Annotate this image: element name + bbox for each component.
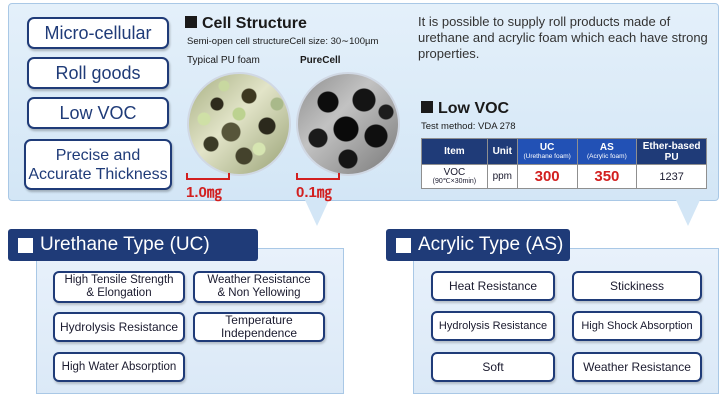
feature-micro-cellular: Micro-cellular: [27, 17, 169, 49]
header-as: AS (Acrylic foam): [576, 138, 638, 165]
feature-weather-resistance-as: Weather Resistance: [572, 352, 702, 382]
feature-heat-resistance: Heat Resistance: [431, 271, 555, 301]
heading-square-icon: [18, 237, 33, 253]
heading-square-icon: [421, 101, 433, 113]
purecell-foam-image: [296, 72, 400, 176]
low-voc-title: Low VOC: [421, 100, 509, 118]
cell-structure-title: Cell Structure: [185, 15, 307, 33]
feature-label: Micro-cellular: [44, 22, 152, 43]
cell-structure-subtitle: Semi-open cell structureCell size: 30∼10…: [187, 36, 379, 47]
heading-square-icon: [185, 16, 197, 28]
header-ether: Ether-based PU: [636, 138, 707, 165]
purecell-label: PureCell: [300, 55, 341, 66]
feature-hydrolysis-resistance-as: Hydrolysis Resistance: [431, 311, 555, 341]
feature-label: Low VOC: [59, 102, 137, 123]
intro-text: It is possible to supply roll products m…: [418, 14, 708, 61]
urethane-title: Urethane Type (UC): [8, 229, 258, 261]
purecell-scale-bar: [296, 173, 340, 180]
cell-as-value: 350: [576, 164, 638, 189]
header-uc: UC (Urethane foam): [516, 138, 578, 165]
feature-label: Precise and Accurate Thickness: [28, 146, 168, 183]
feature-hydrolysis-resistance: Hydrolysis Resistance: [53, 312, 185, 342]
voc-table: Item Unit UC (Urethane foam) AS (Acrylic…: [421, 138, 707, 189]
header-unit: Unit: [486, 138, 518, 165]
feature-stickiness: Stickiness: [572, 271, 702, 301]
typical-scale-bar: [186, 173, 230, 180]
callout-pointer-left: [305, 200, 329, 226]
typical-foam-label: Typical PU foam: [187, 55, 260, 66]
cell-item: VOC (90℃×30min): [421, 164, 488, 189]
feature-soft: Soft: [431, 352, 555, 382]
header-item: Item: [421, 138, 488, 165]
feature-tensile-strength: High Tensile Strength & Elongation: [53, 271, 185, 303]
feature-label: Roll goods: [55, 62, 141, 83]
acrylic-title: Acrylic Type (AS): [386, 229, 570, 261]
cell-unit: ppm: [486, 164, 518, 189]
cell-ether-value: 1237: [636, 164, 707, 189]
feature-water-absorption: High Water Absorption: [53, 352, 185, 382]
feature-weather-resistance: Weather Resistance & Non Yellowing: [193, 271, 325, 303]
heading-square-icon: [396, 237, 411, 253]
feature-roll-goods: Roll goods: [27, 57, 169, 89]
feature-low-voc: Low VOC: [27, 97, 169, 129]
feature-precise-thickness: Precise and Accurate Thickness: [24, 139, 172, 190]
purecell-scale-label: 0.1㎎: [296, 184, 332, 201]
typical-pu-foam-image: [187, 72, 291, 176]
feature-shock-absorption: High Shock Absorption: [572, 311, 702, 341]
table-row: VOC (90℃×30min) ppm 300 350 1237: [421, 164, 707, 189]
callout-pointer-right: [676, 200, 700, 226]
feature-temperature-independence: Temperature Independence: [193, 312, 325, 342]
test-method: Test method: VDA 278: [421, 121, 516, 132]
typical-scale-label: 1.0㎎: [186, 184, 222, 201]
cell-uc-value: 300: [516, 164, 578, 189]
